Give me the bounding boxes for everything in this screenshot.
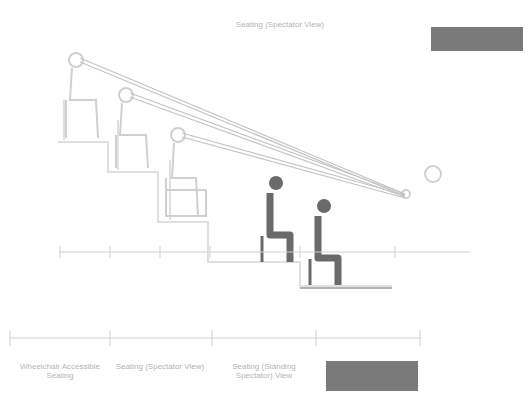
caption-label: Seating (Spectator View) bbox=[112, 362, 208, 371]
grey-block bbox=[326, 361, 418, 391]
faint-figures bbox=[66, 53, 441, 216]
caption-label: Seating (Standing Spectator) View bbox=[216, 362, 312, 380]
caption-label: Wheelchair Accessible Seating bbox=[12, 362, 108, 380]
dimension-lines bbox=[10, 246, 470, 346]
grey-block bbox=[431, 27, 523, 51]
caption-label: Seating (Spectator View) bbox=[232, 20, 328, 29]
seated-figure bbox=[262, 176, 392, 288]
sight-lines bbox=[80, 58, 405, 198]
